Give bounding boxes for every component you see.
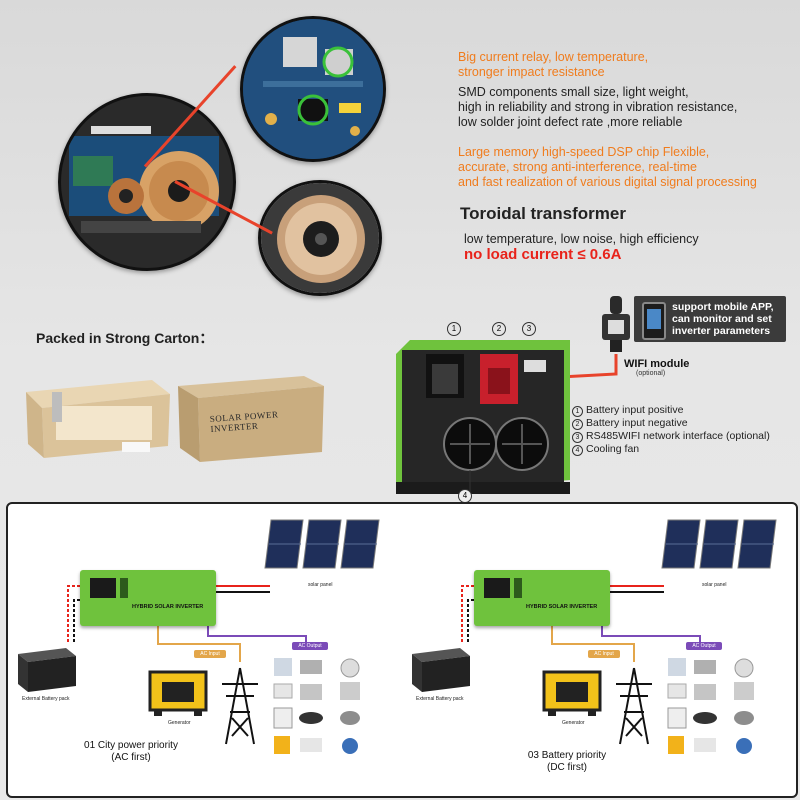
solar-panels [263, 518, 383, 574]
generator-image [146, 668, 210, 716]
battery-label: External Battery pack [416, 696, 464, 702]
ac-input-label: AC Input [200, 651, 220, 657]
carton-title: Packed in Strong Carton： [36, 330, 214, 346]
solar-panels [660, 518, 780, 574]
generator-label: Generator [562, 720, 585, 726]
ac-input-label: AC Input [594, 651, 614, 657]
mobile-app-box: support mobile APP, can monitor and set … [634, 296, 786, 342]
open-carton-image [22, 362, 172, 462]
external-battery [16, 646, 78, 692]
wiring-diagram-dc-first: solar panel HYBRID SOLAR INVERTER Extern… [402, 504, 794, 796]
callout-number-1: 1 [447, 322, 461, 336]
hybrid-inverter: HYBRID SOLAR INVERTER [474, 570, 610, 626]
toroidal-desc: low temperature, low noise, high efficie… [464, 232, 699, 246]
legend-num: 2 [572, 419, 583, 430]
generator-image [540, 668, 604, 716]
ac-output-label: AC Output [692, 643, 716, 649]
wifi-module-label: WIFI module [624, 358, 690, 370]
closed-carton-image: SOLAR POWER INVERTER [176, 372, 326, 464]
appliances-grid [270, 654, 370, 760]
generator-label: Generator [168, 720, 191, 726]
phone-icon [642, 302, 666, 340]
callout-number-3: 3 [522, 322, 536, 336]
ac-output-tag: AC Output [686, 642, 722, 650]
inverter-controls [514, 578, 522, 598]
wiring-diagram-ac-first: solar panel HYBRID SOLAR INVERTER Extern… [8, 504, 398, 796]
ac-input-tag: AC Input [588, 650, 620, 658]
legend-text: Battery input positive [586, 404, 684, 416]
callout-number-4: 4 [458, 489, 472, 503]
dsp-feature-text: Large memory high-speed DSP chip Flexibl… [458, 145, 757, 189]
mode-caption-title: 01 City power priority [84, 740, 178, 751]
battery-label: External Battery pack [22, 696, 70, 702]
inverter-brand-label: HYBRID SOLAR INVERTER [526, 604, 598, 610]
power-tower-icon [218, 666, 262, 746]
inverter-front-panel [396, 340, 570, 500]
wifi-module-image [596, 296, 636, 352]
external-battery [410, 646, 472, 692]
legend-num: 1 [572, 406, 583, 417]
smd-feature-text: SMD components small size, light weight,… [458, 85, 738, 129]
ac-output-tag: AC Output [292, 642, 328, 650]
relay-feature-text: Big current relay, low temperature, stro… [458, 50, 649, 79]
mode-caption-subtitle: (AC first) [111, 752, 151, 763]
app-support-text: support mobile APP, can monitor and set … [672, 301, 774, 337]
wiring-lines-left [67, 585, 307, 662]
inverter-brand-label: HYBRID SOLAR INVERTER [132, 604, 204, 610]
legend-num: 4 [572, 445, 583, 456]
ac-input-tag: AC Input [194, 650, 226, 658]
inverter-controls [120, 578, 128, 598]
hybrid-inverter: HYBRID SOLAR INVERTER [80, 570, 216, 626]
pcb-photo-circle [58, 93, 236, 271]
solar-panel-label: solar panel [702, 582, 727, 588]
legend-text: RS485WIFI network interface (optional) [586, 430, 770, 442]
ac-output-label: AC Output [298, 643, 322, 649]
inverter-display [484, 578, 510, 598]
relay-photo-circle [240, 16, 386, 162]
no-load-current: no load current ≤ 0.6A [464, 246, 622, 263]
inverter-display [90, 578, 116, 598]
wiring-lines-right [461, 585, 701, 662]
callout-number-2: 2 [492, 322, 506, 336]
appliances-grid [664, 654, 764, 760]
legend-num: 3 [572, 432, 583, 443]
mode-caption-subtitle: (DC first) [547, 762, 587, 773]
solar-panel-label: solar panel [308, 582, 333, 588]
legend-text: Battery input negative [586, 417, 688, 429]
wiring-diagrams-panel: solar panel HYBRID SOLAR INVERTER Extern… [6, 502, 798, 798]
legend-text: Cooling fan [586, 443, 640, 455]
wifi-module-note: (optional) [636, 370, 666, 377]
toroidal-title: Toroidal transformer [460, 204, 626, 223]
transformer-photo-circle [258, 180, 382, 296]
power-tower-icon [612, 666, 656, 746]
mode-caption-title: 03 Battery priority [527, 750, 607, 761]
